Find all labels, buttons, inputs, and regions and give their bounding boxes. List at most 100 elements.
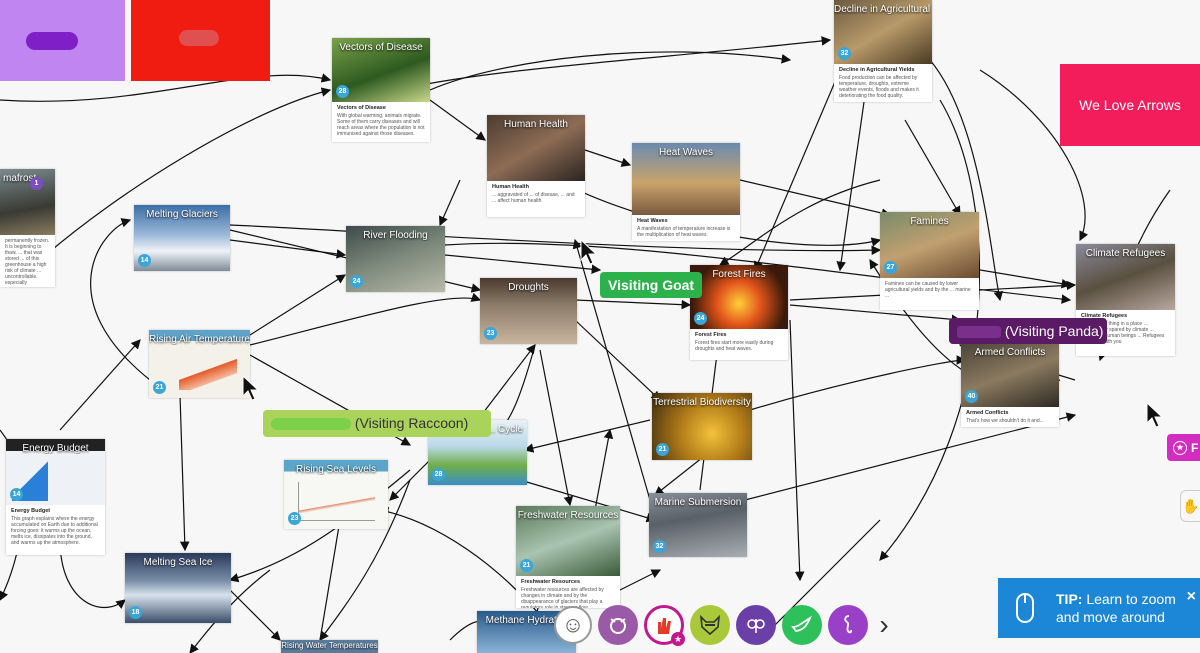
card-title: River Flooding bbox=[363, 230, 428, 241]
bird-icon bbox=[791, 615, 812, 632]
love-arrows-sticky-note[interactable]: We Love Arrows bbox=[1060, 64, 1200, 146]
card-heading: Decline in Agricultural Yields bbox=[839, 67, 915, 73]
card-heading: Vectors of Disease bbox=[337, 105, 386, 111]
card-title: Freshwater Resources bbox=[517, 510, 619, 521]
avatar-bird-button[interactable] bbox=[782, 605, 822, 645]
card-text: Freshwater resources are affected by cha… bbox=[521, 587, 604, 608]
card-badge: 32 bbox=[653, 540, 666, 553]
redacted-name bbox=[957, 326, 1001, 339]
graph-area bbox=[298, 482, 375, 521]
card-river-flooding[interactable]: River Flooding 24 bbox=[346, 226, 445, 292]
card-freshwater-resources[interactable]: Freshwater Resources 21 Freshwater Resou… bbox=[516, 506, 620, 608]
card-text: Forest fires start more easily during dr… bbox=[695, 340, 774, 352]
card-title: Vectors of Disease bbox=[339, 42, 423, 53]
card-title: Famines bbox=[910, 216, 949, 227]
star-badge-icon: ★ bbox=[1173, 440, 1187, 455]
card-title: Melting Sea Ice bbox=[143, 557, 213, 568]
purple-sticky-note[interactable] bbox=[0, 0, 125, 81]
card-vectors-of-disease[interactable]: Vectors of Disease 28 Vectors of Disease… bbox=[332, 38, 430, 142]
chevron-right-icon: › bbox=[879, 609, 889, 640]
avatar-raccoon-button[interactable] bbox=[690, 605, 730, 645]
card-badge: 28 bbox=[336, 85, 349, 98]
card-rising-sea-levels[interactable]: Rising Sea Levels 23 bbox=[284, 460, 388, 529]
close-icon[interactable]: × bbox=[1186, 588, 1196, 605]
card-droughts[interactable]: Droughts 23 bbox=[480, 278, 577, 344]
card-badge: 27 bbox=[884, 261, 897, 274]
card-badge: 14 bbox=[10, 488, 23, 501]
card-text: Famines can be caused by lower agricultu… bbox=[885, 281, 971, 299]
card-title: Human Health bbox=[504, 119, 568, 130]
hand-tool-button[interactable]: ✋ bbox=[1180, 490, 1200, 522]
hand-logo-icon bbox=[658, 618, 671, 634]
card-heading: Energy Budget bbox=[11, 508, 51, 514]
card-badge: 32 bbox=[838, 47, 851, 60]
visitor-avatar-toolbar: ☺ ★ › bbox=[554, 604, 894, 646]
card-title: Marine Submersion bbox=[654, 497, 742, 508]
card-melting-sea-ice[interactable]: Melting Sea Ice 18 bbox=[125, 553, 231, 623]
avatar-goat-button[interactable] bbox=[598, 605, 638, 645]
card-title: Forest Fires bbox=[712, 269, 766, 280]
card-heading: Freshwater Resources bbox=[521, 579, 580, 585]
insect-icon bbox=[747, 619, 765, 633]
toolbar-next-button[interactable]: › bbox=[874, 605, 894, 645]
tip-text: and move around bbox=[1056, 609, 1165, 625]
card-melting-glaciers[interactable]: Melting Glaciers 14 bbox=[134, 205, 230, 271]
card-title: mafrost bbox=[3, 173, 37, 184]
card-title: Rising Air Temperatures bbox=[149, 334, 250, 345]
cursor-arrow-icon bbox=[580, 239, 598, 265]
card-heading: Armed Conflicts bbox=[966, 410, 1009, 416]
emoji-button[interactable]: ☺ bbox=[554, 606, 592, 644]
card-title: Rising Water Temperatures bbox=[281, 641, 378, 650]
card-text: With global warming, animals migrate. So… bbox=[337, 113, 425, 137]
scribble bbox=[179, 30, 219, 46]
tip-label: TIP: bbox=[1056, 591, 1083, 607]
card-heading: Forest Fires bbox=[695, 332, 727, 338]
card-title: Armed Conflicts bbox=[974, 347, 1046, 358]
partial-magenta-button[interactable]: ★ F bbox=[1167, 434, 1200, 461]
card-marine-submersion[interactable]: Marine Submersion 32 bbox=[649, 493, 747, 557]
card-terrestrial-biodiversity[interactable]: Terrestrial Biodiversity 21 bbox=[652, 393, 752, 460]
card-title: Rising Sea Levels bbox=[295, 464, 377, 475]
smiley-icon: ☺ bbox=[561, 612, 585, 637]
card-heading: Climate Refugees bbox=[1081, 313, 1128, 319]
card-text: permanently frozen. It is beginning to t… bbox=[5, 238, 50, 286]
card-title: ... Cycle bbox=[486, 424, 523, 435]
visitor-tag-raccoon: (Visiting Raccoon) bbox=[263, 410, 491, 437]
card-title: Melting Glaciers bbox=[146, 209, 218, 220]
card-badge: 40 bbox=[965, 390, 978, 403]
avatar-user-button[interactable]: ★ bbox=[644, 605, 685, 646]
card-title: Droughts bbox=[508, 282, 549, 293]
star-badge-icon: ★ bbox=[671, 632, 685, 646]
card-human-health[interactable]: Human Health Human Health... aggravated … bbox=[487, 115, 585, 217]
cursor-arrow-icon bbox=[1146, 402, 1164, 428]
card-text: This graph explains where the energy acc… bbox=[11, 516, 98, 546]
avatar-seahorse-button[interactable] bbox=[828, 605, 868, 645]
card-badge: 14 bbox=[138, 254, 151, 267]
card-title: Terrestrial Biodiversity bbox=[653, 397, 751, 408]
visitor-tag-panda: (Visiting Panda) bbox=[949, 318, 1107, 344]
card-title: Climate Refugees bbox=[1085, 248, 1166, 259]
tip-text: Learn to zoom bbox=[1086, 591, 1176, 607]
red-sticky-note[interactable] bbox=[131, 0, 270, 81]
card-famines[interactable]: Famines 27 Famines can be caused by lowe… bbox=[880, 212, 979, 310]
card-permafrost[interactable]: mafrost 1 permanently frozen. It is begi… bbox=[0, 169, 55, 287]
card-rising-air-temperatures[interactable]: Rising Air Temperatures 21 bbox=[149, 330, 250, 398]
avatar-panda-button[interactable] bbox=[736, 605, 776, 645]
card-text: A manifestation of temperature increase … bbox=[637, 226, 731, 238]
card-badge: 1 bbox=[30, 177, 43, 190]
seahorse-icon bbox=[844, 615, 853, 634]
card-text: That's how we shouldn't do it and... bbox=[966, 418, 1044, 424]
card-agricultural-yields[interactable]: Decline in Agricultural Yields 32 Declin… bbox=[834, 0, 932, 102]
raccoon-icon bbox=[699, 614, 721, 636]
card-climate-refugees[interactable]: Climate Refugees Climate Refugees... are… bbox=[1076, 244, 1175, 356]
card-badge: 21 bbox=[153, 381, 166, 394]
cursor-arrow-icon bbox=[242, 375, 260, 401]
card-rising-water-temperatures[interactable]: Rising Water Temperatures bbox=[281, 640, 378, 653]
tip-banner: TIP: Learn to zoom and move around × bbox=[998, 578, 1200, 638]
card-title: Energy Budget bbox=[22, 443, 89, 454]
sticky-text: We Love Arrows bbox=[1079, 97, 1181, 113]
